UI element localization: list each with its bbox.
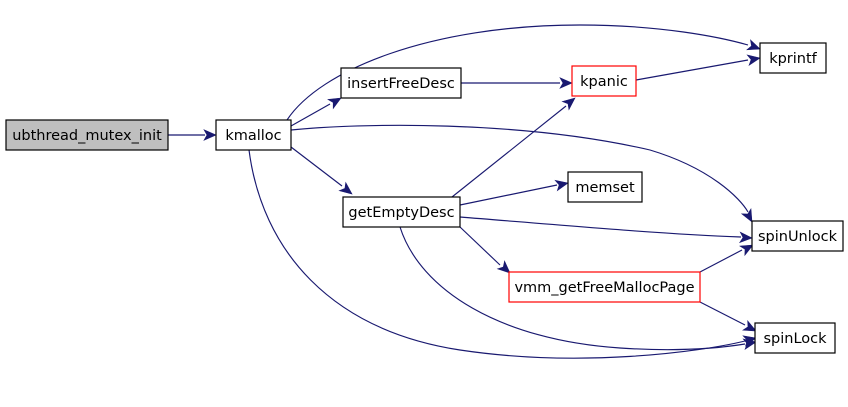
node-box[interactable]	[342, 196, 461, 228]
edges-layer	[168, 24, 761, 359]
node-label: kmalloc	[225, 128, 281, 144]
node-kpanic[interactable]: kpanic	[571, 65, 637, 97]
node-label: insertFreeDesc	[347, 76, 455, 92]
edge-kmalloc-to-getEmptyDesc	[290, 146, 353, 195]
edge-kmalloc-to-insertFreeDesc	[290, 97, 342, 127]
edge-arrowhead-icon	[338, 181, 353, 195]
edge-insertFreeDesc-to-kpanic	[461, 77, 573, 89]
node-getEmptyDesc[interactable]: getEmptyDesc	[342, 196, 461, 228]
edge-getEmptyDesc-to-spinUnlock	[459, 216, 753, 244]
node-box[interactable]	[751, 220, 844, 252]
edge-getEmptyDesc-to-vmm_getFreeMallocPage	[459, 226, 511, 274]
edge-line	[699, 249, 743, 273]
node-box[interactable]	[215, 119, 292, 151]
node-ubthread_mutex_init[interactable]: ubthread_mutex_init	[5, 119, 169, 151]
node-spinLock[interactable]: spinLock	[754, 322, 836, 354]
edge-line	[399, 226, 746, 351]
edge-arrowhead-icon	[327, 97, 342, 110]
node-label: vmm_getFreeMallocPage	[514, 280, 694, 296]
node-memset[interactable]: memset	[567, 171, 643, 203]
node-box[interactable]	[340, 67, 462, 99]
edge-arrowhead-icon	[496, 260, 511, 274]
edge-getEmptyDesc-to-spinLock	[399, 226, 757, 351]
node-insertFreeDesc[interactable]: insertFreeDesc	[340, 67, 462, 99]
edge-line	[635, 59, 749, 81]
edge-line	[459, 226, 501, 266]
node-label: kpanic	[580, 74, 628, 90]
node-label: memset	[575, 180, 635, 196]
node-box[interactable]	[571, 65, 637, 97]
node-spinUnlock[interactable]: spinUnlock	[751, 220, 844, 252]
node-box[interactable]	[759, 42, 827, 74]
node-label: ubthread_mutex_init	[12, 128, 162, 144]
edge-vmm_getFreeMallocPage-to-spinLock	[699, 301, 757, 332]
node-kmalloc[interactable]: kmalloc	[215, 119, 292, 151]
nodes-layer: ubthread_mutex_init kmalloc insertFreeDesc…	[5, 42, 844, 354]
edge-arrowhead-icon	[746, 54, 761, 66]
edge-line	[290, 103, 331, 127]
node-box[interactable]	[754, 322, 836, 354]
edge-arrowhead-icon	[742, 338, 757, 350]
edge-kpanic-to-kprintf	[635, 54, 761, 81]
edge-kmalloc-to-kprintf	[286, 24, 761, 121]
edge-arrowhead-icon	[203, 129, 217, 141]
edge-line	[459, 184, 558, 206]
node-box[interactable]	[508, 271, 701, 303]
node-box[interactable]	[567, 171, 643, 203]
edge-arrowhead-icon	[559, 77, 573, 89]
node-box[interactable]	[5, 119, 169, 151]
edge-arrowhead-icon	[554, 179, 569, 192]
edge-getEmptyDesc-to-memset	[459, 179, 569, 206]
edge-line	[290, 124, 749, 213]
node-label: getEmptyDesc	[348, 205, 454, 221]
edge-ubthread_mutex_init-to-kmalloc	[168, 129, 217, 141]
node-kprintf[interactable]: kprintf	[759, 42, 827, 74]
edge-kmalloc-to-spinUnlock	[290, 124, 753, 223]
edge-line	[290, 146, 343, 187]
edge-line	[248, 149, 746, 359]
edge-vmm_getFreeMallocPage-to-spinUnlock	[699, 244, 754, 273]
edge-arrowhead-icon	[561, 97, 576, 111]
edge-line	[699, 301, 746, 326]
edge-arrowhead-icon	[746, 39, 761, 51]
node-vmm_getFreeMallocPage[interactable]: vmm_getFreeMallocPage	[508, 271, 701, 303]
edge-line	[459, 216, 742, 238]
edge-arrowhead-icon	[740, 208, 753, 223]
edge-arrowhead-icon	[742, 320, 757, 332]
node-label: spinUnlock	[758, 229, 838, 245]
edge-arrowhead-icon	[738, 231, 753, 244]
edge-line	[451, 105, 567, 198]
edge-kmalloc-to-spinLock	[248, 149, 757, 359]
node-label: kprintf	[769, 51, 817, 67]
node-label: spinLock	[763, 331, 827, 347]
edge-line	[286, 24, 749, 121]
edge-getEmptyDesc-to-kpanic	[451, 97, 576, 198]
edge-arrowhead-icon	[739, 244, 754, 257]
